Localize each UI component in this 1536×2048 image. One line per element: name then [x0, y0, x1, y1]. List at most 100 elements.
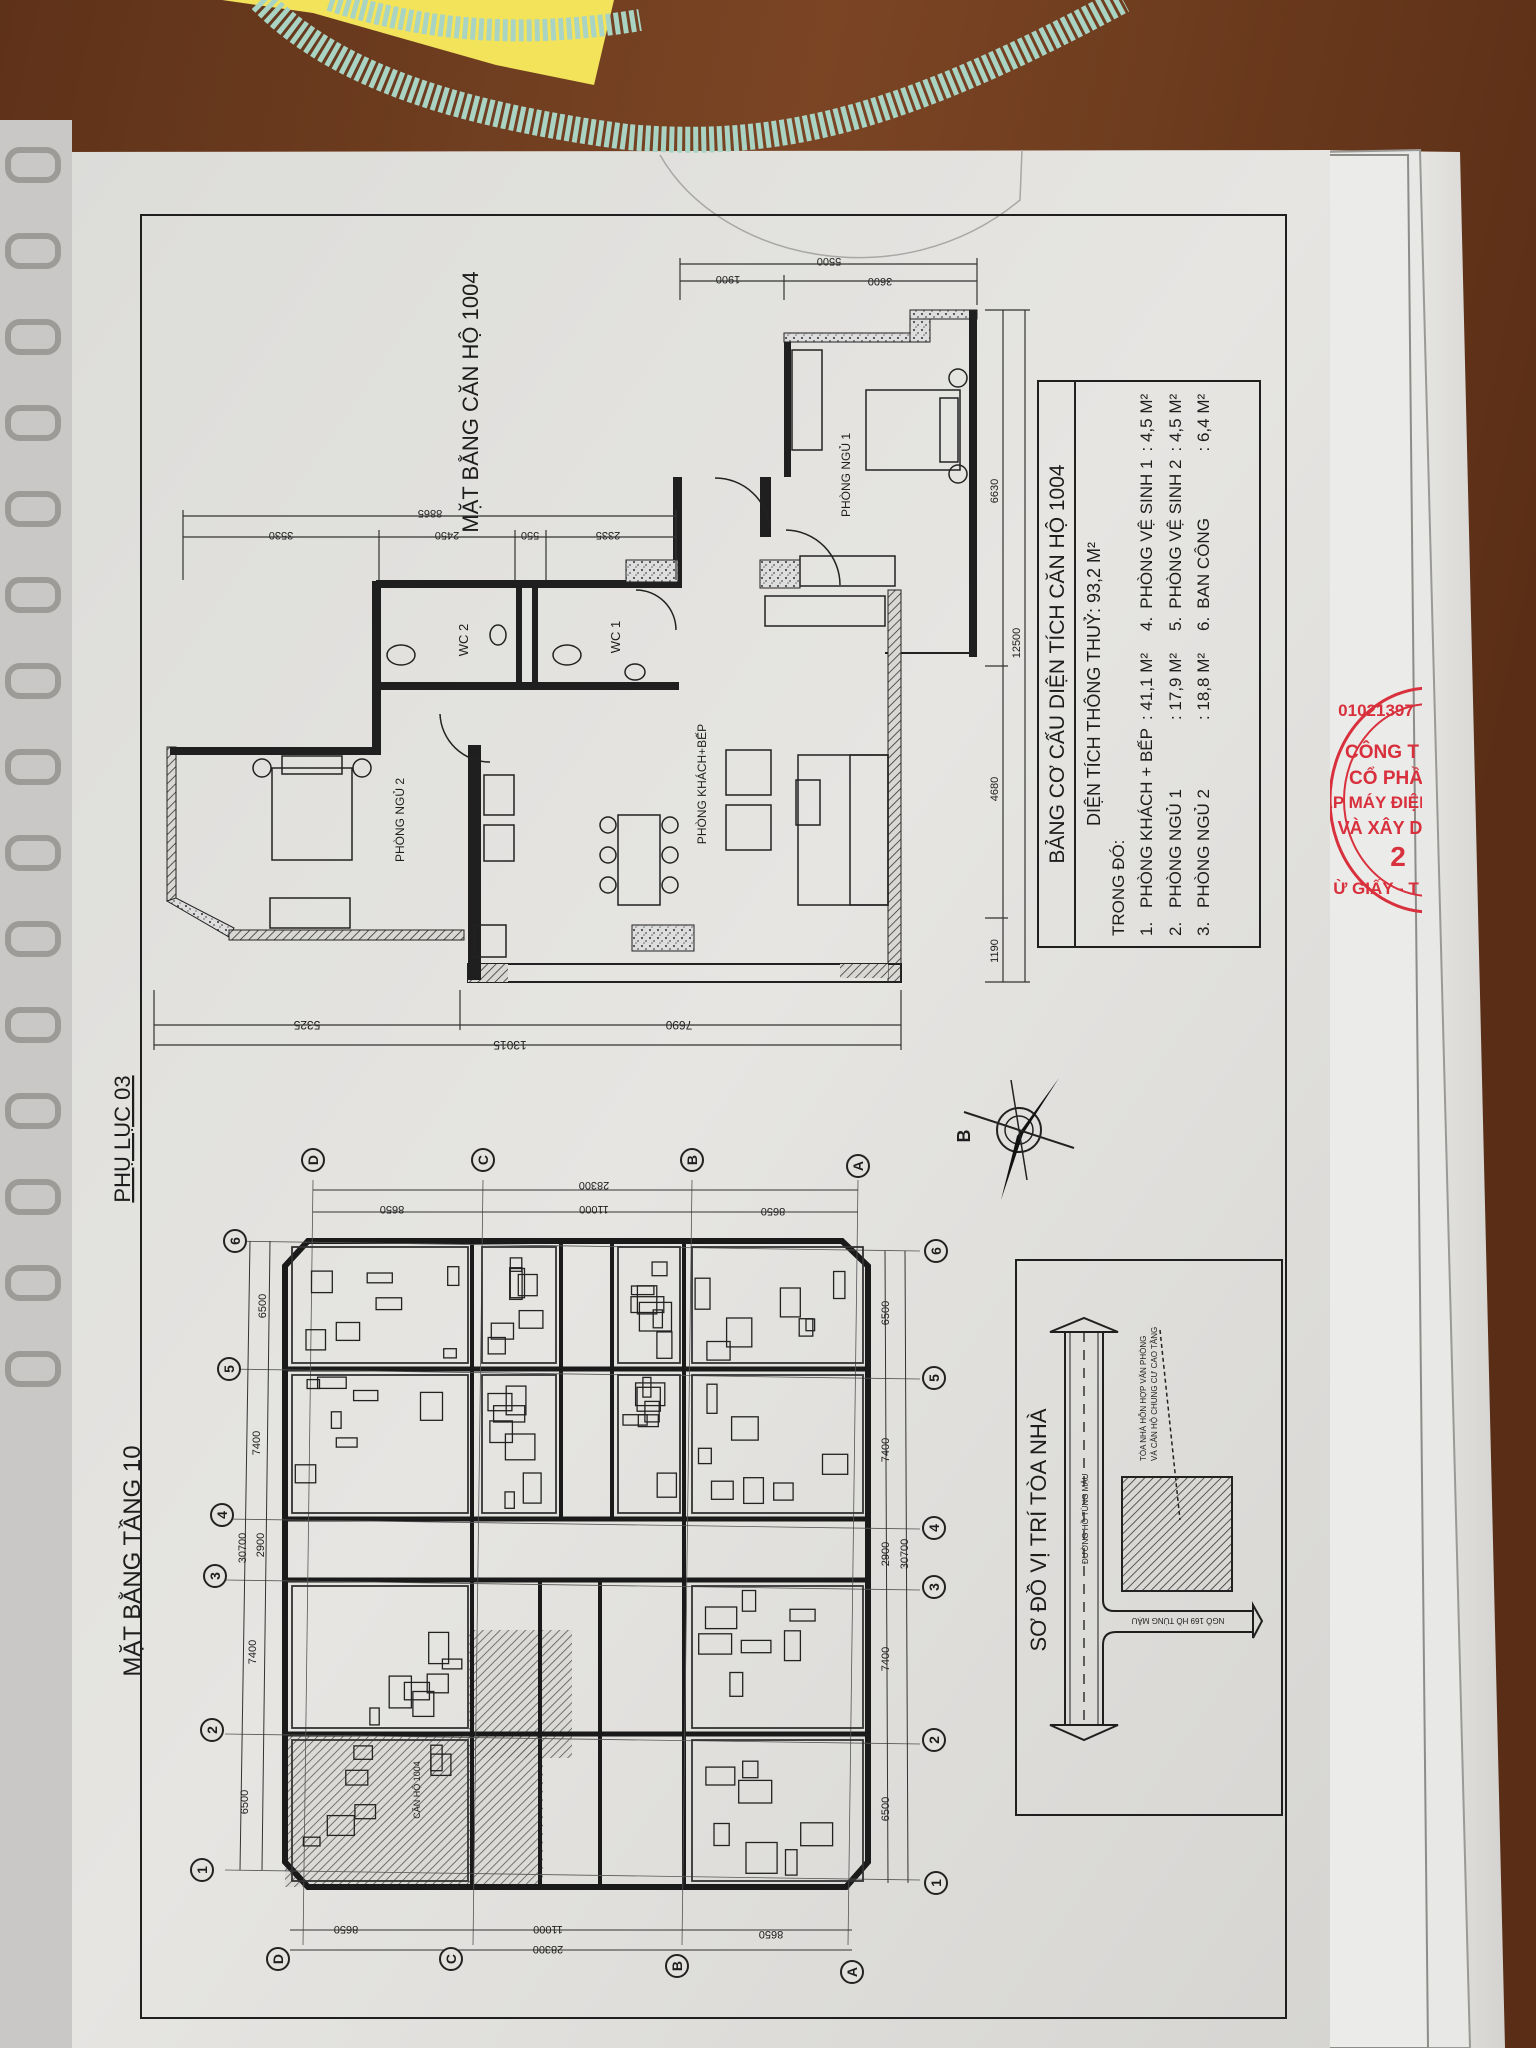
- dimension-label: 6630: [989, 479, 1001, 503]
- room-fixture: [697, 1447, 712, 1465]
- building-label: VÀ CĂN HỘ CHUNG CƯ CAO TẦNG: [1149, 1327, 1159, 1461]
- area-table-item-number: 2.: [1166, 922, 1185, 936]
- grid-bubble: [190, 1858, 214, 1882]
- room-fixture: [522, 1472, 542, 1504]
- room-outline: [691, 1374, 864, 1514]
- dimension-label: 30700: [237, 1533, 249, 1564]
- stamp-text: Ừ GIẤY - T: [1333, 879, 1419, 898]
- room-fixture: [698, 1633, 733, 1655]
- room-fixture: [492, 1405, 526, 1423]
- room-fixture: [821, 1453, 849, 1475]
- spiral-binding: [5, 147, 61, 1387]
- dimension-label: 4680: [989, 777, 1001, 801]
- floor-plan-title: MẶT BẰNG TẦNG 10: [118, 1445, 146, 1676]
- grid-label: 3: [207, 1572, 223, 1580]
- room-fixture: [517, 1273, 538, 1297]
- room-fixture: [375, 1297, 403, 1311]
- area-table-item-number: 5.: [1166, 617, 1185, 631]
- grid-bubble: [840, 1960, 864, 1984]
- area-table-item-number: 4.: [1137, 617, 1156, 631]
- area-table-item-label: PHÒNG VỆ SINH 1: [1137, 459, 1156, 608]
- stamp-text: 2: [1390, 841, 1406, 872]
- room-fixture: [366, 1272, 393, 1284]
- binding-ring: [5, 1265, 61, 1301]
- room-fixture: [710, 1480, 734, 1500]
- dimension-label: 1900: [716, 273, 740, 285]
- room-fixture: [805, 1318, 816, 1332]
- grid-label: 2: [204, 1726, 220, 1734]
- apartment-dimension-lines: [153, 258, 1030, 1050]
- apartment-plan-title: MẶT BẰNG CĂN HỘ 1004: [458, 271, 483, 532]
- area-table-total: DIỆN TÍCH THÔNG THUỶ: 93,2 M²: [1083, 542, 1104, 826]
- room-fixture: [352, 1389, 379, 1402]
- room-fixture: [705, 1766, 736, 1786]
- area-table-item-number: 6.: [1194, 617, 1213, 631]
- room-outline: [617, 1374, 681, 1514]
- building-label: TÒA NHÀ HỖN HỢP VĂN PHÒNG: [1139, 1336, 1148, 1461]
- binding-ring: [5, 663, 61, 699]
- room-fixture: [622, 1414, 648, 1426]
- room-fixture: [388, 1675, 413, 1709]
- room-outline: [291, 1374, 469, 1514]
- grid-label: B: [669, 1961, 685, 1971]
- room-fixture: [656, 1331, 673, 1359]
- grid-axis-line: [224, 1240, 921, 1252]
- grid-axis-line: [681, 1179, 693, 1946]
- room-fixture: [630, 1296, 665, 1314]
- binding-ring: [5, 1093, 61, 1129]
- grid-label: D: [270, 1954, 286, 1964]
- room-fixture: [745, 1841, 778, 1874]
- room-fixture: [789, 1608, 816, 1622]
- grid-label: 2: [926, 1736, 942, 1744]
- binding-ring: [5, 233, 61, 269]
- grid-label: 6: [928, 1247, 944, 1255]
- grid-label: 3: [926, 1583, 942, 1591]
- room-outline: [617, 1246, 681, 1364]
- grid-bubble: [922, 1575, 946, 1599]
- dimension-label: 5500: [817, 255, 841, 267]
- room-fixture: [430, 1744, 443, 1772]
- grid-bubble: [924, 1239, 948, 1263]
- room-fixture: [509, 1257, 523, 1272]
- stamped-page: [1318, 154, 1430, 2048]
- room-label-bedroom-1: PHÒNG NGỦ 1: [838, 433, 853, 517]
- dimension-label: 6500: [239, 1790, 251, 1814]
- grid-bubble: [846, 1154, 870, 1178]
- dimension-label: 2900: [255, 1533, 267, 1557]
- dimension-label: 11000: [579, 1203, 609, 1215]
- dimension-label: 3530: [269, 529, 293, 541]
- dimension-label: 8650: [380, 1203, 404, 1215]
- room-fixture: [441, 1658, 463, 1670]
- compass-label: B: [954, 1130, 974, 1143]
- dimension-label: 8650: [334, 1923, 358, 1935]
- room-fixture: [305, 1329, 327, 1351]
- room-fixture: [310, 1270, 333, 1294]
- grid-label: 5: [221, 1365, 237, 1373]
- room-fixture: [706, 1383, 718, 1414]
- area-table-intro: TRONG ĐÓ:: [1109, 840, 1128, 936]
- binding-ring: [5, 577, 61, 613]
- grid-label: 1: [928, 1879, 944, 1887]
- dimension-label: 7400: [880, 1438, 892, 1462]
- room-fixture: [428, 1631, 450, 1665]
- grid-bubble: [922, 1516, 946, 1540]
- stamp-text: ẮP MÁY ĐIỆN: [1321, 793, 1432, 812]
- room-fixture: [773, 1482, 794, 1501]
- room-outline: [481, 1246, 557, 1364]
- binding-ring: [5, 405, 61, 441]
- grid-label: 4: [214, 1511, 230, 1519]
- grid-axis-line: [224, 1518, 921, 1530]
- dimension-label: 1190: [989, 939, 1001, 963]
- room-fixture: [490, 1322, 515, 1340]
- dimension-label: 2335: [596, 529, 620, 541]
- stamp-text: CỔ PHẦ: [1349, 767, 1423, 789]
- binding-ring: [5, 1351, 61, 1387]
- dimension-label: 550: [521, 529, 539, 541]
- stamp-text: 01021397: [1338, 701, 1414, 720]
- room-fixture: [656, 1472, 678, 1498]
- area-table-item-value: : 6,4 M²: [1194, 394, 1213, 452]
- grid-bubble: [200, 1718, 224, 1742]
- grid-label: B: [684, 1155, 700, 1165]
- grid-label: A: [850, 1161, 866, 1171]
